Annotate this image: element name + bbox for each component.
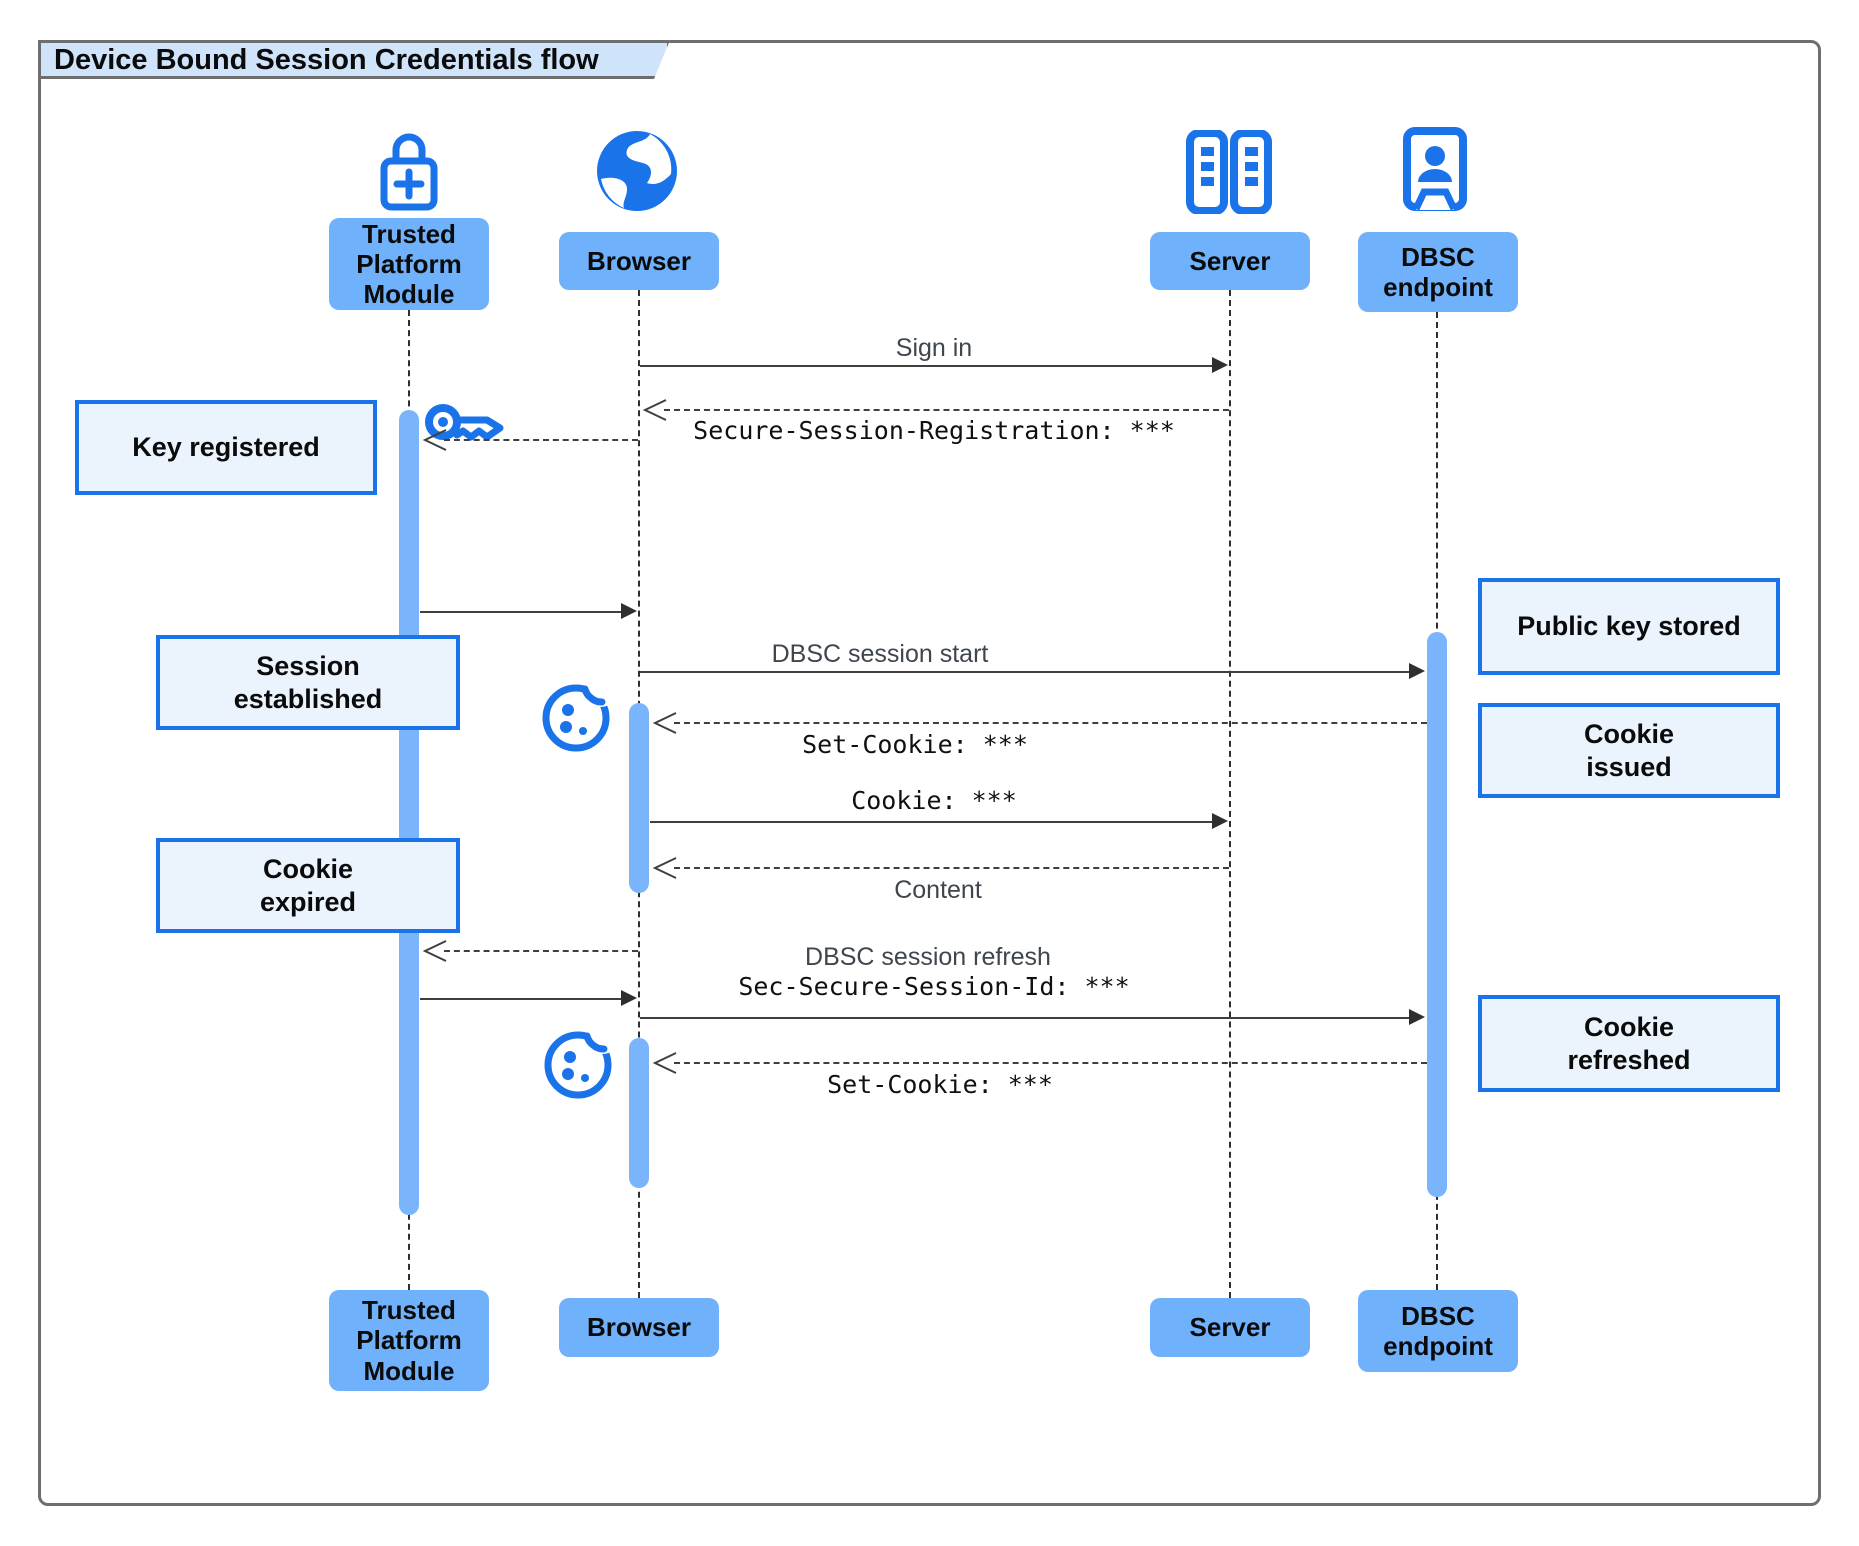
note-cookie-refreshed: Cookie refreshed: [1478, 995, 1780, 1092]
arrowhead-session-refresh: [1409, 1009, 1425, 1025]
arrowhead-set-cookie-2: [652, 1052, 677, 1074]
arrowhead-cookie: [1212, 813, 1228, 829]
note-text: Cookie expired: [259, 854, 357, 917]
arrowhead-session-start: [1409, 663, 1425, 679]
door-person-icon: [1403, 127, 1467, 211]
message-line-key-register: [444, 439, 638, 441]
actor-top-tpm: Trusted Platform Module: [329, 218, 489, 310]
actor-top-browser: Browser: [559, 232, 719, 290]
arrowhead-sign-in: [1212, 357, 1228, 373]
actor-bottom-dbsc: DBSC endpoint: [1358, 1290, 1518, 1372]
actor-label: DBSC endpoint: [1383, 1300, 1493, 1361]
note-key-registered: Key registered: [75, 400, 377, 495]
note-text: Session established: [233, 651, 383, 714]
arrowhead-refresh-request: [422, 940, 447, 962]
server-icon: [1186, 130, 1272, 214]
globe-icon: [597, 131, 677, 211]
actor-label: Browser: [586, 245, 692, 276]
arrowhead-key-done: [621, 603, 637, 619]
actor-top-server: Server: [1150, 232, 1310, 290]
message-label-registration: Secure-Session-Registration: ***: [693, 416, 1175, 445]
arrowhead-set-cookie-1: [652, 712, 677, 734]
activation-tpm: [399, 410, 419, 1215]
message-line-session-refresh: [640, 1017, 1409, 1019]
note-cookie-expired: Cookie expired: [156, 838, 460, 933]
actor-bottom-tpm: Trusted Platform Module: [329, 1290, 489, 1391]
actor-bottom-browser: Browser: [559, 1298, 719, 1357]
note-text: Key registered: [132, 432, 320, 463]
message-line-set-cookie-2: [674, 1062, 1427, 1064]
message-line-key-done: [420, 611, 621, 613]
message-label-session-start: DBSC session start: [771, 640, 989, 668]
message-label-set-cookie-2: Set-Cookie: ***: [827, 1070, 1053, 1099]
actor-label: Browser: [586, 1312, 692, 1343]
message-line-content: [674, 867, 1229, 869]
actor-bottom-server: Server: [1150, 1298, 1310, 1357]
note-text: Cookie issued: [1583, 719, 1675, 782]
cookie-icon: [544, 1023, 617, 1099]
activation-browser-1: [629, 703, 649, 893]
activation-browser-2: [629, 1038, 649, 1188]
message-label-cookie: Cookie: ***: [851, 786, 1017, 815]
actor-label: Trusted Platform Module: [356, 1295, 462, 1386]
actor-label: Server: [1189, 1312, 1271, 1343]
diagram-title: Device Bound Session Credentials flow: [38, 40, 670, 79]
arrowhead-content: [652, 857, 677, 879]
message-label-sign-in: Sign in: [895, 334, 973, 362]
note-text: Cookie refreshed: [1567, 1012, 1691, 1075]
message-line-cookie: [650, 821, 1212, 823]
note-session-established: Session established: [156, 635, 460, 730]
message-line-refresh-sign: [420, 998, 621, 1000]
arrowhead-refresh-sign: [621, 990, 637, 1006]
note-text: Public key stored: [1517, 611, 1741, 642]
activation-dbsc: [1427, 632, 1447, 1197]
message-label-session-refresh: DBSC session refresh: [805, 943, 1051, 971]
message-label-session-id: Sec-Secure-Session-Id: ***: [738, 972, 1130, 1001]
message-line-sign-in: [640, 365, 1212, 367]
actor-label: Trusted Platform Module: [356, 218, 462, 310]
cookie-icon: [542, 676, 615, 752]
message-line-refresh-request: [444, 950, 638, 952]
lifeline-server: [1229, 290, 1231, 1298]
arrowhead-registration: [642, 399, 667, 421]
actor-label: DBSC endpoint: [1383, 241, 1493, 302]
arrowhead-key-register: [422, 429, 447, 451]
message-line-session-start: [640, 671, 1409, 673]
key-icon: [425, 404, 504, 441]
actor-label: Server: [1189, 245, 1271, 276]
message-line-registration: [664, 409, 1229, 411]
actor-top-dbsc: DBSC endpoint: [1358, 232, 1518, 312]
lock-plus-icon: [380, 133, 438, 211]
note-public-key-stored: Public key stored: [1478, 578, 1780, 675]
message-label-set-cookie-1: Set-Cookie: ***: [802, 730, 1028, 759]
note-cookie-issued: Cookie issued: [1478, 703, 1780, 798]
message-line-set-cookie-1: [674, 722, 1427, 724]
message-label-content: Content: [894, 876, 982, 904]
